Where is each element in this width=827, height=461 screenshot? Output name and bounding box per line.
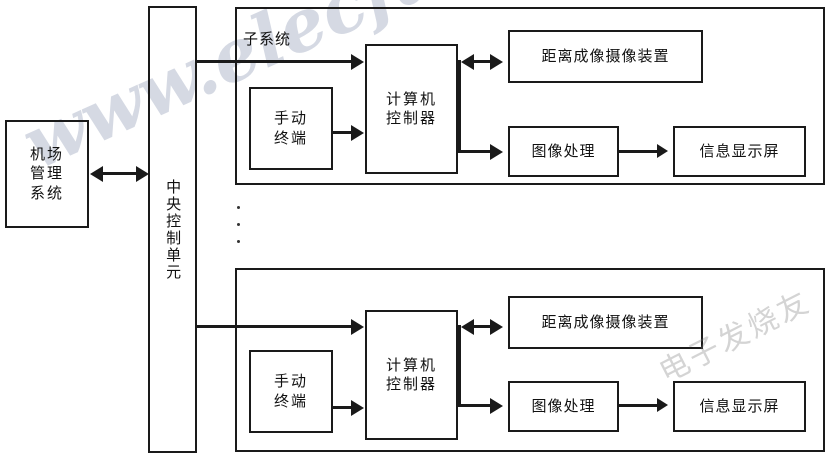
node-range-imaging-camera-2-label: 距离成像摄像装置 (541, 312, 670, 331)
link-controller-1-to-camera-1 (472, 60, 492, 63)
arrow-to-central-control (136, 166, 149, 182)
link-central-to-controller-2 (197, 325, 353, 328)
node-image-processing-2: 图像处理 (508, 381, 619, 432)
node-manual-terminal-2-label: 手动 终端 (274, 372, 308, 410)
subsystem-ellipsis (237, 206, 240, 243)
arrow-into-controller-1 (351, 54, 364, 70)
ellipsis-dot-3 (237, 240, 240, 243)
node-central-control-unit-label: 中央控制单元 (164, 178, 183, 281)
link-controller-2-to-image-processing-2 (458, 404, 492, 407)
link-image-processing-1-to-display-1 (619, 150, 661, 153)
link-controller-1-elbow-vertical (458, 60, 461, 153)
label-line-1: 计算机 (385, 355, 437, 374)
label-line-1: 计算机 (385, 89, 437, 108)
label-line-2: 控制器 (385, 109, 437, 127)
subsystem-1-frame (235, 7, 825, 185)
node-computer-controller-2-label: 计算机 控制器 (386, 356, 437, 394)
node-manual-terminal-1: 手动 终端 (249, 87, 333, 170)
arrow-to-controller-2-from-camera-2 (461, 319, 474, 335)
node-manual-terminal-2: 手动 终端 (249, 350, 333, 433)
link-controller-2-to-camera-2 (472, 325, 492, 328)
arrow-to-info-display-2 (657, 398, 668, 412)
label-line-1: 机场 (29, 145, 64, 164)
subsystem-2-frame (235, 268, 825, 452)
node-airport-management-system: 机场 管理 系统 (5, 120, 89, 228)
link-controller-2-elbow-vertical (458, 325, 461, 407)
node-range-imaging-camera-1-label: 距离成像摄像装置 (541, 46, 670, 65)
link-controller-1-to-image-processing-1 (458, 150, 492, 153)
arrow-terminal-2-to-controller-2 (351, 400, 364, 416)
arrow-to-camera-1 (490, 54, 503, 70)
node-image-processing-2-label: 图像处理 (531, 396, 596, 415)
arrow-to-controller-1-from-camera-1 (461, 54, 474, 70)
node-computer-controller-1: 计算机 控制器 (365, 44, 458, 174)
node-image-processing-1: 图像处理 (508, 126, 619, 177)
label-line-2: 管理 (29, 164, 64, 183)
node-computer-controller-2: 计算机 控制器 (365, 310, 458, 440)
arrow-to-image-processing-1 (490, 144, 503, 160)
label-line-1: 手动 (273, 109, 308, 128)
link-image-processing-2-to-display-2 (619, 404, 661, 407)
arrow-to-camera-2 (490, 319, 503, 335)
node-info-display-1-label: 信息显示屏 (699, 141, 780, 160)
ellipsis-dot-2 (237, 223, 240, 226)
node-image-processing-1-label: 图像处理 (531, 141, 596, 160)
node-info-display-1: 信息显示屏 (673, 126, 806, 177)
link-terminal-2-to-controller-2 (333, 406, 355, 409)
node-airport-management-system-label: 机场 管理 系统 (30, 145, 64, 203)
label-line-2: 终端 (273, 128, 308, 147)
label-line-2: 控制器 (385, 375, 437, 393)
label-line-2: 终端 (273, 391, 308, 410)
link-central-to-controller-1 (197, 60, 353, 63)
node-range-imaging-camera-1: 距离成像摄像装置 (508, 30, 703, 83)
node-info-display-2: 信息显示屏 (673, 381, 806, 432)
node-info-display-2-label: 信息显示屏 (699, 396, 780, 415)
ellipsis-dot-1 (237, 206, 240, 209)
arrow-terminal-1-to-controller-1 (351, 125, 364, 141)
node-central-control-unit: 中央控制单元 (148, 6, 197, 453)
arrow-to-info-display-1 (657, 144, 668, 158)
node-computer-controller-1-label: 计算机 控制器 (386, 90, 437, 128)
node-range-imaging-camera-2: 距离成像摄像装置 (508, 296, 703, 349)
label-line-3: 系统 (29, 183, 64, 202)
node-manual-terminal-1-label: 手动 终端 (274, 109, 308, 147)
label-line-1: 手动 (273, 372, 308, 391)
arrow-into-controller-2 (351, 319, 364, 335)
link-terminal-1-to-controller-1 (333, 131, 355, 134)
link-airport-to-central (101, 172, 138, 175)
subsystem-1-label: 子系统 (243, 30, 292, 48)
arrow-to-image-processing-2 (490, 398, 503, 414)
arrow-to-airport-management (90, 166, 103, 182)
